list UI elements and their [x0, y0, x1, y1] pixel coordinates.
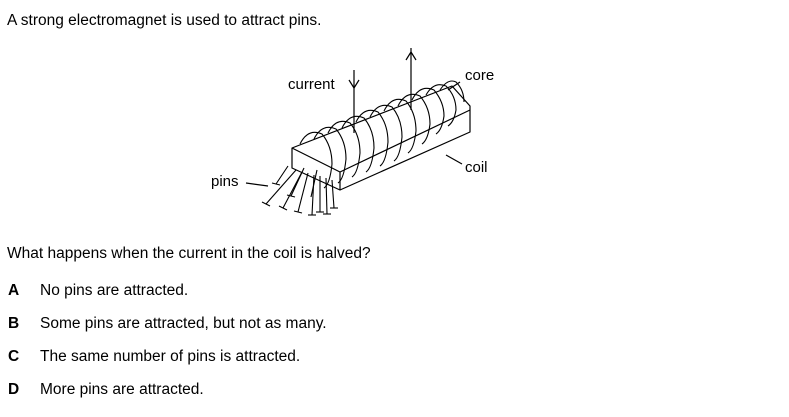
option-text: No pins are attracted.: [40, 282, 189, 299]
question-prompt: What happens when the current in the coi…: [7, 245, 371, 262]
option-letter: B: [8, 315, 20, 332]
option-letter: A: [8, 282, 20, 299]
option-letter: C: [8, 348, 20, 365]
coil-leader-line: [445, 154, 463, 165]
core-block: [291, 85, 471, 191]
current-in-lead: [348, 70, 360, 133]
electromagnet-diagram: current core coil pins: [211, 48, 494, 216]
option-text: The same number of pins is attracted.: [40, 348, 301, 365]
core-leader-line: [447, 81, 461, 91]
core-label: core: [465, 67, 494, 84]
coil-label: coil: [465, 159, 488, 176]
current-label: current: [288, 76, 336, 93]
option-letter: D: [8, 381, 20, 398]
option-text: More pins are attracted.: [40, 381, 204, 398]
question-intro: A strong electromagnet is used to attrac…: [7, 12, 322, 29]
pins-label: pins: [211, 173, 239, 190]
option-text: Some pins are attracted, but not as many…: [40, 315, 327, 332]
coil-windings: [299, 80, 465, 189]
pins-cluster: [261, 165, 338, 216]
pins-leader-line: [245, 182, 269, 187]
current-out-lead: [405, 48, 417, 110]
